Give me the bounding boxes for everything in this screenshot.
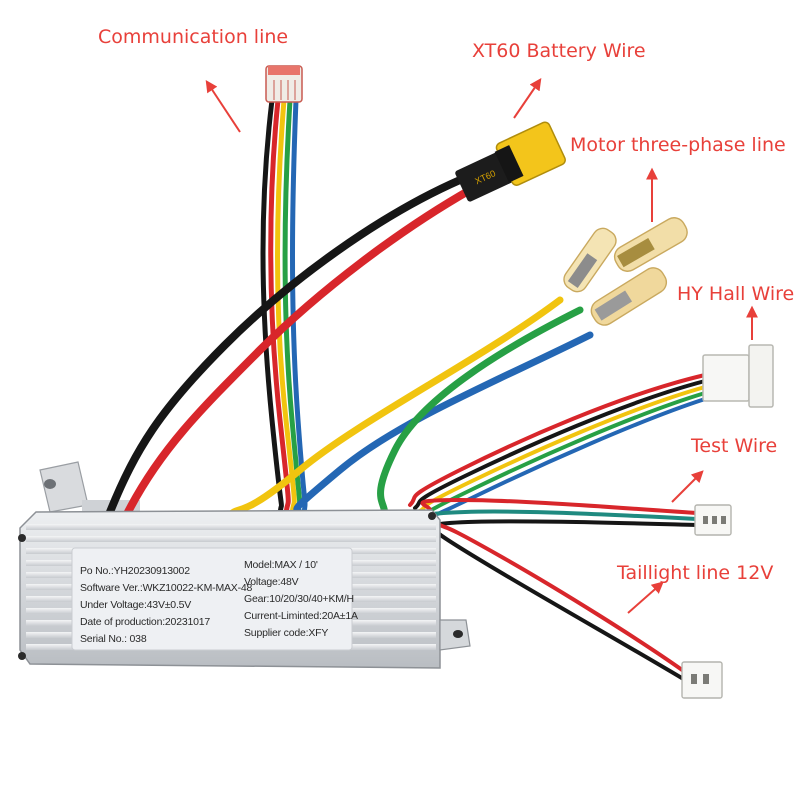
- communication-connector: [265, 65, 303, 103]
- motor-bullet-connectors: [563, 217, 688, 326]
- battery-wire-black: [106, 176, 464, 516]
- hall-wire-red: [408, 373, 707, 507]
- test-wire-green: [427, 509, 699, 522]
- label-supplier-code: Supplier code:XFY: [244, 627, 329, 639]
- arrow-test: [671, 470, 704, 503]
- label-gear: Gear:10/20/30/40+KM/H: [244, 593, 354, 605]
- label-model: Model:MAX / 10': [244, 559, 318, 571]
- comm-wire-yellow: [275, 97, 297, 518]
- label-production-date: Date of production:20231017: [80, 616, 211, 628]
- label-po-no: Po No.:YH20230913002: [80, 565, 190, 577]
- test-wire-black: [430, 519, 699, 532]
- taillight-connector: [681, 661, 723, 699]
- callout-motor-phase-line: Motor three-phase line: [570, 134, 786, 156]
- phase-wire-blue: [293, 331, 594, 519]
- arrow-battery: [513, 78, 542, 119]
- callout-hall-wire: HY Hall Wire: [677, 283, 795, 305]
- label-serial-no: Serial No.: 038: [80, 633, 147, 645]
- spec-label: [71, 547, 353, 651]
- comm-wire-black: [260, 97, 285, 518]
- comm-wire-red: [268, 97, 291, 518]
- phase-wire-green: [377, 306, 584, 519]
- hall-wire-black: [413, 379, 707, 510]
- callout-taillight-line: Taillight line 12V: [617, 562, 774, 584]
- arrow-taillight: [627, 581, 664, 614]
- label-voltage: Voltage:48V: [244, 576, 299, 588]
- label-under-voltage: Under Voltage:43V±0.5V: [80, 599, 192, 611]
- battery-wire-red: [124, 186, 474, 516]
- test-connector: [694, 504, 732, 536]
- wire-harness: [106, 97, 707, 682]
- callout-test-wire: Test Wire: [691, 435, 778, 457]
- callout-battery-wire: XT60 Battery Wire: [472, 40, 646, 62]
- arrow-communication: [205, 79, 241, 133]
- label-software-version: Software Ver.:WKZ10022-KM-MAX-48: [80, 582, 253, 594]
- callout-communication-line: Communication line: [98, 26, 289, 48]
- taillight-wire-red: [438, 523, 687, 674]
- xt60-connector: XT60: [455, 121, 566, 202]
- hall-connector: [702, 344, 774, 408]
- label-current-limit: Current-Liminted:20A±1A: [244, 610, 358, 622]
- callout-arrows: [205, 78, 758, 614]
- taillight-wire-black: [434, 530, 687, 682]
- phase-wire-yellow: [226, 296, 564, 519]
- test-wire-red: [420, 497, 699, 515]
